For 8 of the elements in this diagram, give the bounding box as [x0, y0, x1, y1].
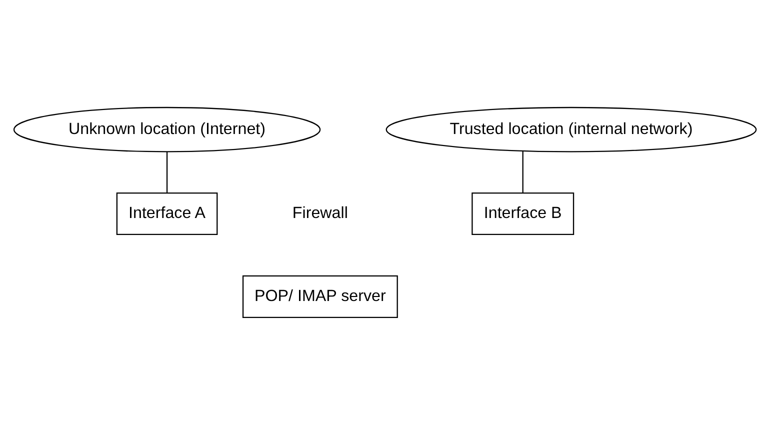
node-ellipse: Trusted location (internal network)	[386, 106, 757, 152]
connector	[166, 152, 168, 193]
node-box: POP/ IMAP server	[242, 275, 398, 318]
node-box: Interface A	[116, 192, 218, 236]
label: Firewall	[292, 204, 348, 222]
connector	[522, 150, 524, 193]
node-ellipse: Unknown location (Internet)	[13, 106, 321, 152]
node-box: Interface B	[472, 192, 574, 236]
